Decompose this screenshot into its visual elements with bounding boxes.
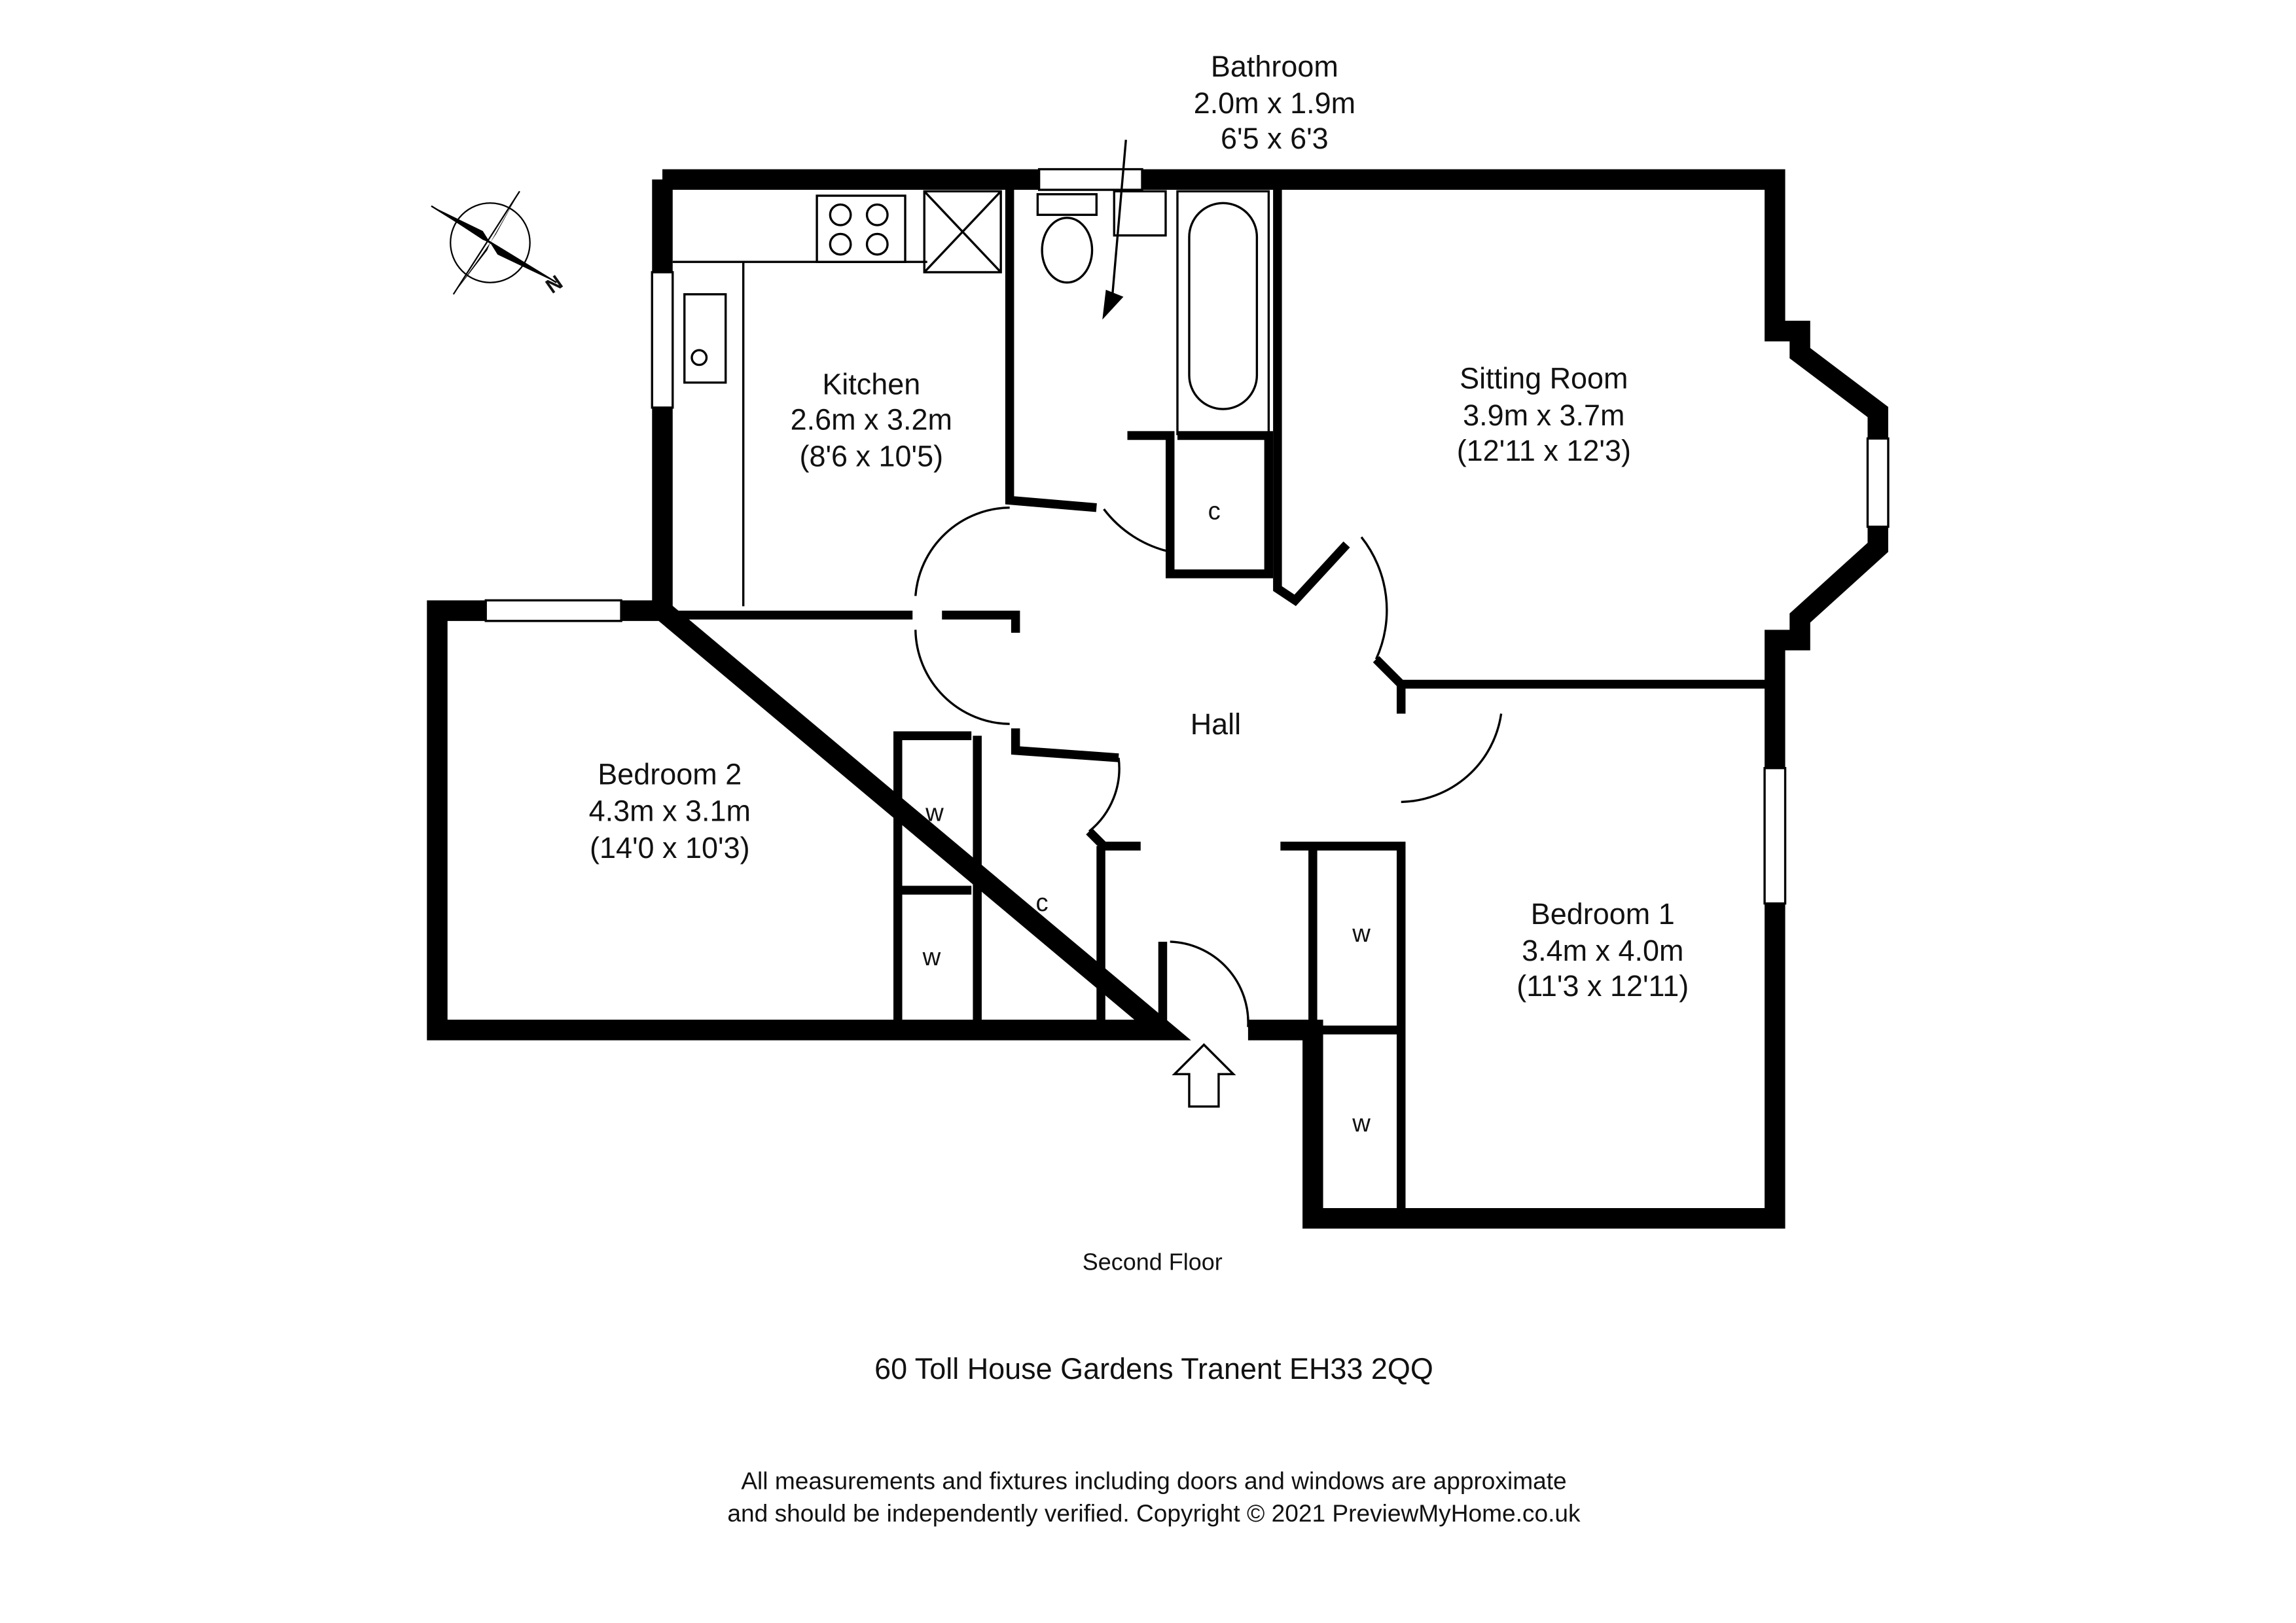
sitting-room-label: Sitting Room 3.9m x 3.7m (12'11 x 12'3) <box>1457 362 1631 467</box>
disclaimer-line-1: All measurements and fixtures including … <box>741 1467 1566 1494</box>
svg-text:Kitchen: Kitchen <box>822 368 920 401</box>
svg-text:(8'6 x 10'5): (8'6 x 10'5) <box>800 440 944 473</box>
cupboard-label: c <box>1036 889 1049 917</box>
wardrobe-label: w <box>922 943 941 971</box>
svg-text:Bathroom: Bathroom <box>1211 50 1338 83</box>
svg-text:6'5 x 6'3: 6'5 x 6'3 <box>1221 122 1329 155</box>
svg-text:4.3m x 3.1m: 4.3m x 3.1m <box>589 794 751 828</box>
window <box>1763 766 1787 905</box>
kitchen-label: Kitchen 2.6m x 3.2m (8'6 x 10'5) <box>791 368 952 473</box>
wardrobe-label: w <box>925 799 944 827</box>
svg-text:2.0m x 1.9m: 2.0m x 1.9m <box>1194 86 1355 120</box>
arrow-icon <box>1102 289 1124 320</box>
bathroom-label: Bathroom 2.0m x 1.9m 6'5 x 6'3 <box>1194 50 1355 155</box>
svg-text:(11'3 x 12'11): (11'3 x 12'11) <box>1516 969 1689 1003</box>
bedroom-1-label: Bedroom 1 3.4m x 4.0m (11'3 x 12'11) <box>1516 897 1689 1003</box>
svg-text:(12'11 x 12'3): (12'11 x 12'3) <box>1457 434 1631 467</box>
bedroom-2-label: Bedroom 2 4.3m x 3.1m (14'0 x 10'3) <box>589 757 751 864</box>
bathroom-fixtures <box>1036 139 1270 435</box>
interior-walls <box>672 179 1775 1219</box>
window <box>1037 168 1143 191</box>
address: 60 Toll House Gardens Tranent EH33 2QQ <box>874 1352 1433 1385</box>
hall-label: Hall <box>1191 707 1241 741</box>
svg-text:Bedroom 2: Bedroom 2 <box>598 757 742 791</box>
floor-label: Second Floor <box>1083 1248 1223 1275</box>
window <box>1866 437 1890 528</box>
window <box>484 599 622 622</box>
door-swings <box>914 507 1503 1027</box>
svg-text:3.9m x 3.7m: 3.9m x 3.7m <box>1463 399 1624 432</box>
svg-text:3.4m x 4.0m: 3.4m x 4.0m <box>1522 934 1683 967</box>
compass-icon: N <box>431 190 567 298</box>
kitchen-fixtures <box>672 190 1002 607</box>
svg-text:Bedroom 1: Bedroom 1 <box>1531 897 1675 931</box>
entrance-arrow-icon <box>1172 1043 1236 1108</box>
cupboard-label: c <box>1208 497 1221 526</box>
svg-text:2.6m x 3.2m: 2.6m x 3.2m <box>791 403 952 437</box>
svg-text:Sitting Room: Sitting Room <box>1460 362 1628 395</box>
wardrobe-label: w <box>1352 1109 1371 1137</box>
svg-text:(14'0 x 10'3): (14'0 x 10'3) <box>590 831 750 865</box>
wardrobe-label: w <box>1352 919 1371 948</box>
exterior-wall <box>427 169 1888 1229</box>
window <box>651 271 674 409</box>
disclaimer-line-2: and should be independently verified. Co… <box>727 1499 1581 1527</box>
compass-north-label: N <box>541 271 567 298</box>
